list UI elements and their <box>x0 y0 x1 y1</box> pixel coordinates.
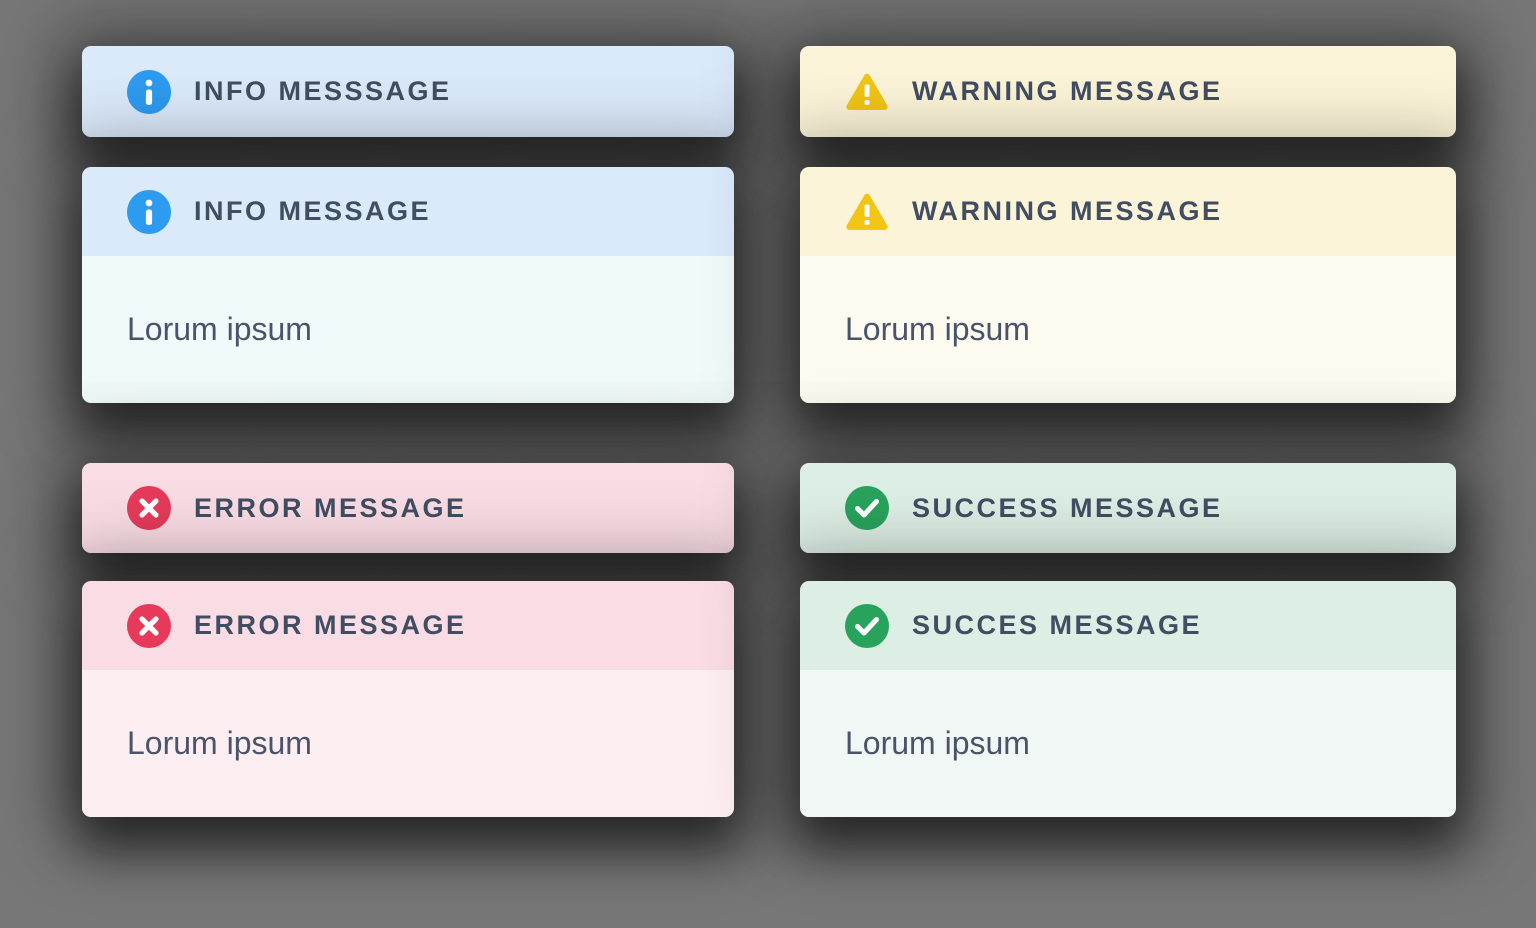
success-card: SUCCES MESSAGE Lorum ipsum <box>800 581 1456 817</box>
error-banner: ERROR MESSAGE <box>82 463 734 553</box>
warning-card-header: WARNING MESSAGE <box>800 167 1456 256</box>
alert-title: ERROR MESSAGE <box>194 610 467 640</box>
error-card-body: Lorum ipsum <box>82 670 734 817</box>
alert-body-text: Lorum ipsum <box>127 311 312 347</box>
info-banner: INFO MESSSAGE <box>82 46 734 137</box>
success-check-icon <box>844 485 890 531</box>
success-card-body: Lorum ipsum <box>800 670 1456 817</box>
alert-title: SUCCES MESSAGE <box>912 610 1203 640</box>
warning-banner: WARNING MESSAGE <box>800 46 1456 137</box>
alert-title: SUCCESS MESSAGE <box>912 492 1223 523</box>
alert-title: WARNING MESSAGE <box>912 76 1223 106</box>
info-circle-icon <box>126 189 172 235</box>
alert-title: WARNING MESSAGE <box>912 196 1223 226</box>
alert-title: ERROR MESSAGE <box>194 492 467 523</box>
info-card-body: Lorum ipsum <box>82 256 734 403</box>
error-card: ERROR MESSAGE Lorum ipsum <box>82 581 734 817</box>
error-card-header: ERROR MESSAGE <box>82 581 734 670</box>
success-banner-header: SUCCESS MESSAGE <box>800 463 1456 553</box>
error-cross-icon <box>126 603 172 649</box>
success-check-icon <box>844 603 890 649</box>
warning-triangle-icon <box>844 69 890 115</box>
error-cross-icon <box>126 485 172 531</box>
alert-body-text: Lorum ipsum <box>845 725 1030 761</box>
warning-card-body: Lorum ipsum <box>800 256 1456 403</box>
info-circle-icon <box>126 69 172 115</box>
info-card-header: INFO MESSAGE <box>82 167 734 256</box>
success-banner: SUCCESS MESSAGE <box>800 463 1456 553</box>
info-card: INFO MESSAGE Lorum ipsum <box>82 167 734 403</box>
info-banner-header: INFO MESSSAGE <box>82 46 734 137</box>
warning-banner-header: WARNING MESSAGE <box>800 46 1456 137</box>
warning-card: WARNING MESSAGE Lorum ipsum <box>800 167 1456 403</box>
alert-title: INFO MESSSAGE <box>194 76 452 106</box>
alert-title: INFO MESSAGE <box>194 196 432 226</box>
alert-body-text: Lorum ipsum <box>127 725 312 761</box>
alert-body-text: Lorum ipsum <box>845 311 1030 347</box>
error-banner-header: ERROR MESSAGE <box>82 463 734 553</box>
warning-triangle-icon <box>844 189 890 235</box>
success-card-header: SUCCES MESSAGE <box>800 581 1456 670</box>
